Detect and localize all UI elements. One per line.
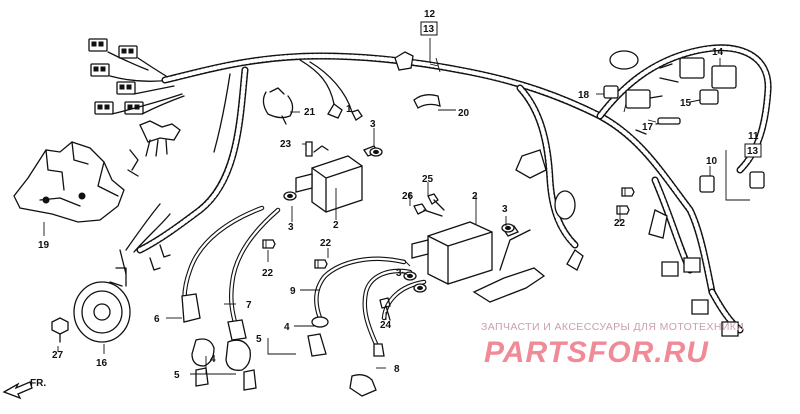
callout-21: 21: [304, 107, 316, 118]
callout-3c: 3: [502, 204, 508, 215]
callout-20: 20: [458, 108, 470, 119]
callout-5a: 5: [256, 334, 262, 345]
front-direction-arrow: FR.: [2, 378, 46, 400]
callout-5b: 5: [174, 370, 180, 381]
callout-22c: 22: [614, 218, 626, 229]
callout-22a: 22: [262, 268, 274, 279]
callout-8: 8: [394, 364, 400, 375]
relay-connectors: [603, 57, 765, 197]
callout-13a-box: [420, 21, 438, 36]
watermark: ЗАПЧАСТИ И АКСЕССУАРЫ ДЛЯ МОТОТЕХНИКИ PA…: [481, 321, 744, 369]
callout-9: 9: [290, 286, 296, 297]
hardware: [262, 87, 630, 321]
callout-7: 7: [246, 300, 252, 311]
callout-15: 15: [680, 98, 692, 109]
callout-11: 11: [748, 131, 759, 142]
callout-13b-box: [744, 143, 762, 158]
horn-16: [73, 203, 171, 343]
callout-3b: 3: [288, 222, 294, 233]
watermark-subtitle: ЗАПЧАСТИ И АКСЕССУАРЫ ДЛЯ МОТОТЕХНИКИ: [481, 321, 744, 333]
callout-4a: 4: [284, 322, 290, 333]
bolt-27: [51, 317, 69, 343]
callout-14: 14: [712, 47, 724, 58]
callout-25: 25: [422, 174, 434, 185]
leader-lines: [43, 38, 750, 375]
callout-17: 17: [642, 122, 654, 133]
callout-3d: 3: [396, 268, 402, 279]
bracket-19: [13, 141, 139, 223]
callouts: 12 13 21 1 20 23 3 2 3 22 22 26 25 2 3 3…: [38, 9, 762, 381]
callout-2a: 2: [333, 220, 339, 231]
watermark-brand: PARTSFOR.RU: [484, 336, 709, 369]
main-harness: [136, 44, 772, 337]
callout-1: 1: [346, 104, 352, 115]
upper-left-connectors: [88, 38, 185, 157]
callout-19: 19: [38, 240, 50, 251]
callout-22b: 22: [320, 238, 332, 249]
callout-12: 12: [424, 9, 436, 20]
callout-6: 6: [154, 314, 160, 325]
ht-leads: [181, 205, 427, 397]
callout-24: 24: [380, 320, 392, 331]
callout-13b: 13: [747, 146, 759, 157]
callout-13a: 13: [423, 24, 435, 35]
callout-3a: 3: [370, 119, 376, 130]
callout-18: 18: [578, 90, 590, 101]
callout-27: 27: [52, 350, 64, 361]
direction-label: FR.: [30, 378, 46, 389]
callout-26: 26: [402, 191, 414, 202]
callout-23: 23: [280, 139, 292, 150]
ignition-coil-lower: [411, 221, 546, 303]
callout-2b: 2: [472, 191, 478, 202]
callout-4b: 4: [210, 354, 216, 365]
callout-16: 16: [96, 358, 108, 369]
callout-10: 10: [706, 156, 718, 167]
